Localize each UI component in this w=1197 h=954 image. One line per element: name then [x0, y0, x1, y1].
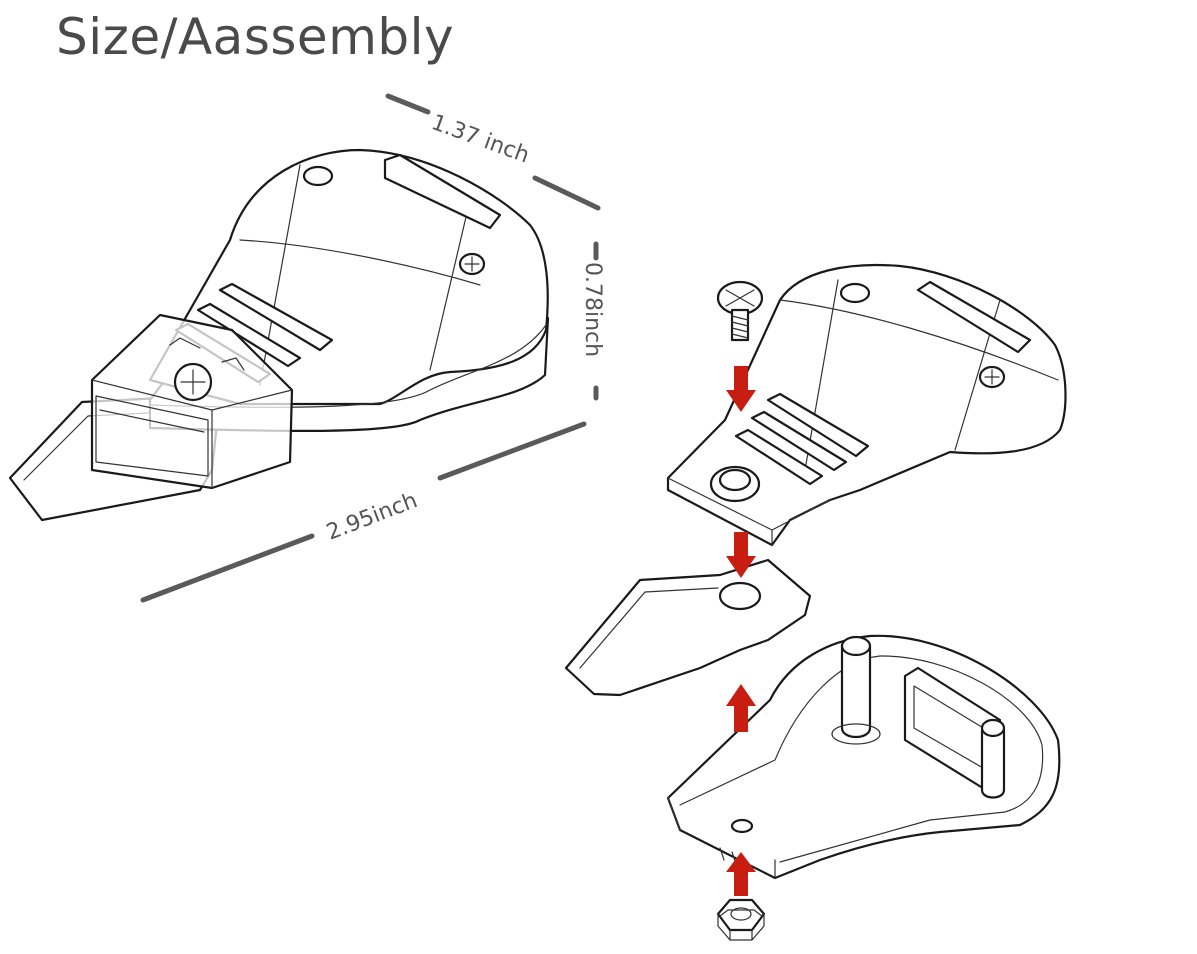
top-shell-icon — [666, 263, 1067, 547]
assembled-clip-icon — [8, 148, 550, 522]
dimension-lines — [140, 93, 601, 603]
length-dimension-label: 2.95inch — [323, 488, 421, 545]
metal-clip-icon — [564, 558, 812, 697]
height-dimension-label: 0.78inch — [580, 262, 605, 357]
width-dimension-label: 1.37 inch — [428, 110, 532, 168]
assembly-arrow-up-1-icon — [726, 684, 756, 732]
bottom-shell-icon — [666, 634, 1061, 880]
screw-icon — [716, 280, 764, 342]
assembly-arrow-down-2-icon — [726, 532, 756, 578]
assembly-arrow-down-1-icon — [726, 366, 756, 412]
page-title: Size/Aassembly — [56, 8, 455, 66]
hex-nut-icon — [716, 898, 766, 941]
assembly-arrow-up-2-icon — [726, 852, 756, 896]
